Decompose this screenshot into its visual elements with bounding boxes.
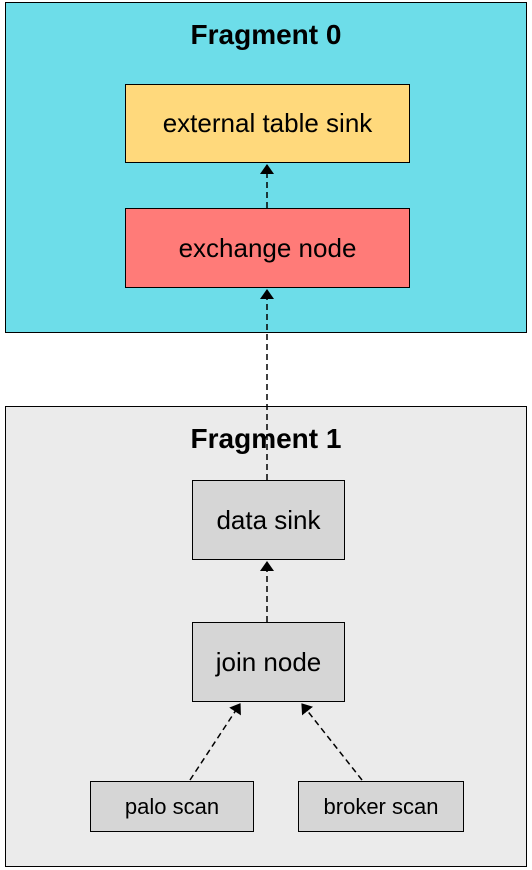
fragment-1-title: Fragment 1 (190, 423, 342, 454)
palo-scan-node: palo scan (90, 781, 254, 832)
data-sink-node: data sink (192, 480, 345, 560)
broker-scan-node: broker scan (298, 781, 464, 832)
exchange-node: exchange node (125, 208, 410, 288)
edge-palo-scan-to-join (189, 703, 241, 781)
edge-broker-scan-to-join (301, 703, 363, 781)
fragment-0-title: Fragment 0 (190, 19, 342, 50)
external-table-sink-node: external table sink (125, 84, 410, 163)
join-node: join node (192, 622, 345, 702)
